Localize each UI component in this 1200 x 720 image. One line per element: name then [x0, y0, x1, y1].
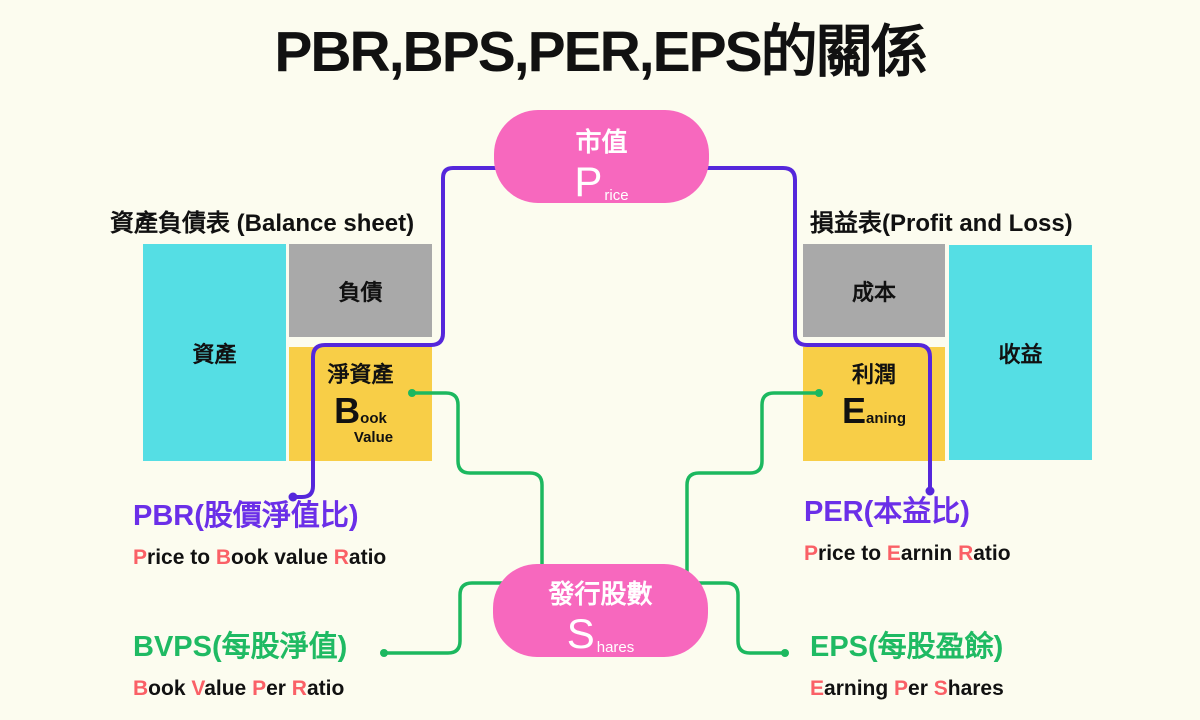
balance-sheet-title: 資產負債表 (Balance sheet)	[110, 210, 415, 237]
shares-label: 發行股數	[548, 579, 653, 609]
liabilities-box: 負債	[289, 244, 432, 337]
eps-heading: EPS(每股盈餘)	[810, 631, 1004, 663]
net-assets-label: 淨資產	[327, 362, 394, 387]
profit-loss-title: 損益表(Profit and Loss)	[810, 210, 1073, 237]
eps-block: EPS(每股盈餘) Earning Per Shares	[810, 630, 1004, 701]
book-value-symbol: Book	[334, 390, 387, 431]
assets-label: 資產	[192, 341, 237, 367]
bvps-block: BVPS(每股淨值) Book Value Per Ratio	[133, 630, 347, 701]
market-cap-label: 市值	[575, 127, 628, 157]
bvps-subtitle: Book Value Per Ratio	[133, 676, 345, 700]
per-block: PER(本益比) Price to Earnin Ratio	[804, 495, 1011, 566]
profit-to-shares-line	[685, 391, 821, 585]
pbr-block: PBR(股價淨值比) Price to Book value Ratio	[133, 499, 386, 570]
cost-box: 成本	[803, 244, 945, 337]
liabilities-label: 負債	[338, 279, 383, 305]
profit-box: 利潤 Eaning	[803, 347, 945, 461]
book-value-word: Value	[353, 429, 394, 446]
pbr-subtitle: Price to Book value Ratio	[133, 545, 387, 569]
net-assets-box: 淨資產 Book Value	[289, 347, 432, 461]
assets-box: 資產	[143, 244, 286, 461]
revenue-label: 收益	[998, 341, 1043, 367]
eps-end-dot	[781, 649, 789, 657]
earning-symbol: Eaning	[841, 390, 906, 431]
pbr-heading: PBR(股價淨值比)	[133, 500, 359, 532]
page-title: PBR,BPS,PER,EPS的關係	[274, 20, 927, 84]
per-subtitle: Price to Earnin Ratio	[804, 541, 1011, 565]
profit-label: 利潤	[851, 362, 896, 387]
cost-label: 成本	[851, 279, 896, 305]
revenue-box: 收益	[949, 245, 1092, 460]
bvps-heading: BVPS(每股淨值)	[133, 631, 348, 663]
bvps-end-dot	[380, 649, 388, 657]
eps-subtitle: Earning Per Shares	[810, 676, 1004, 700]
per-heading: PER(本益比)	[804, 496, 970, 528]
